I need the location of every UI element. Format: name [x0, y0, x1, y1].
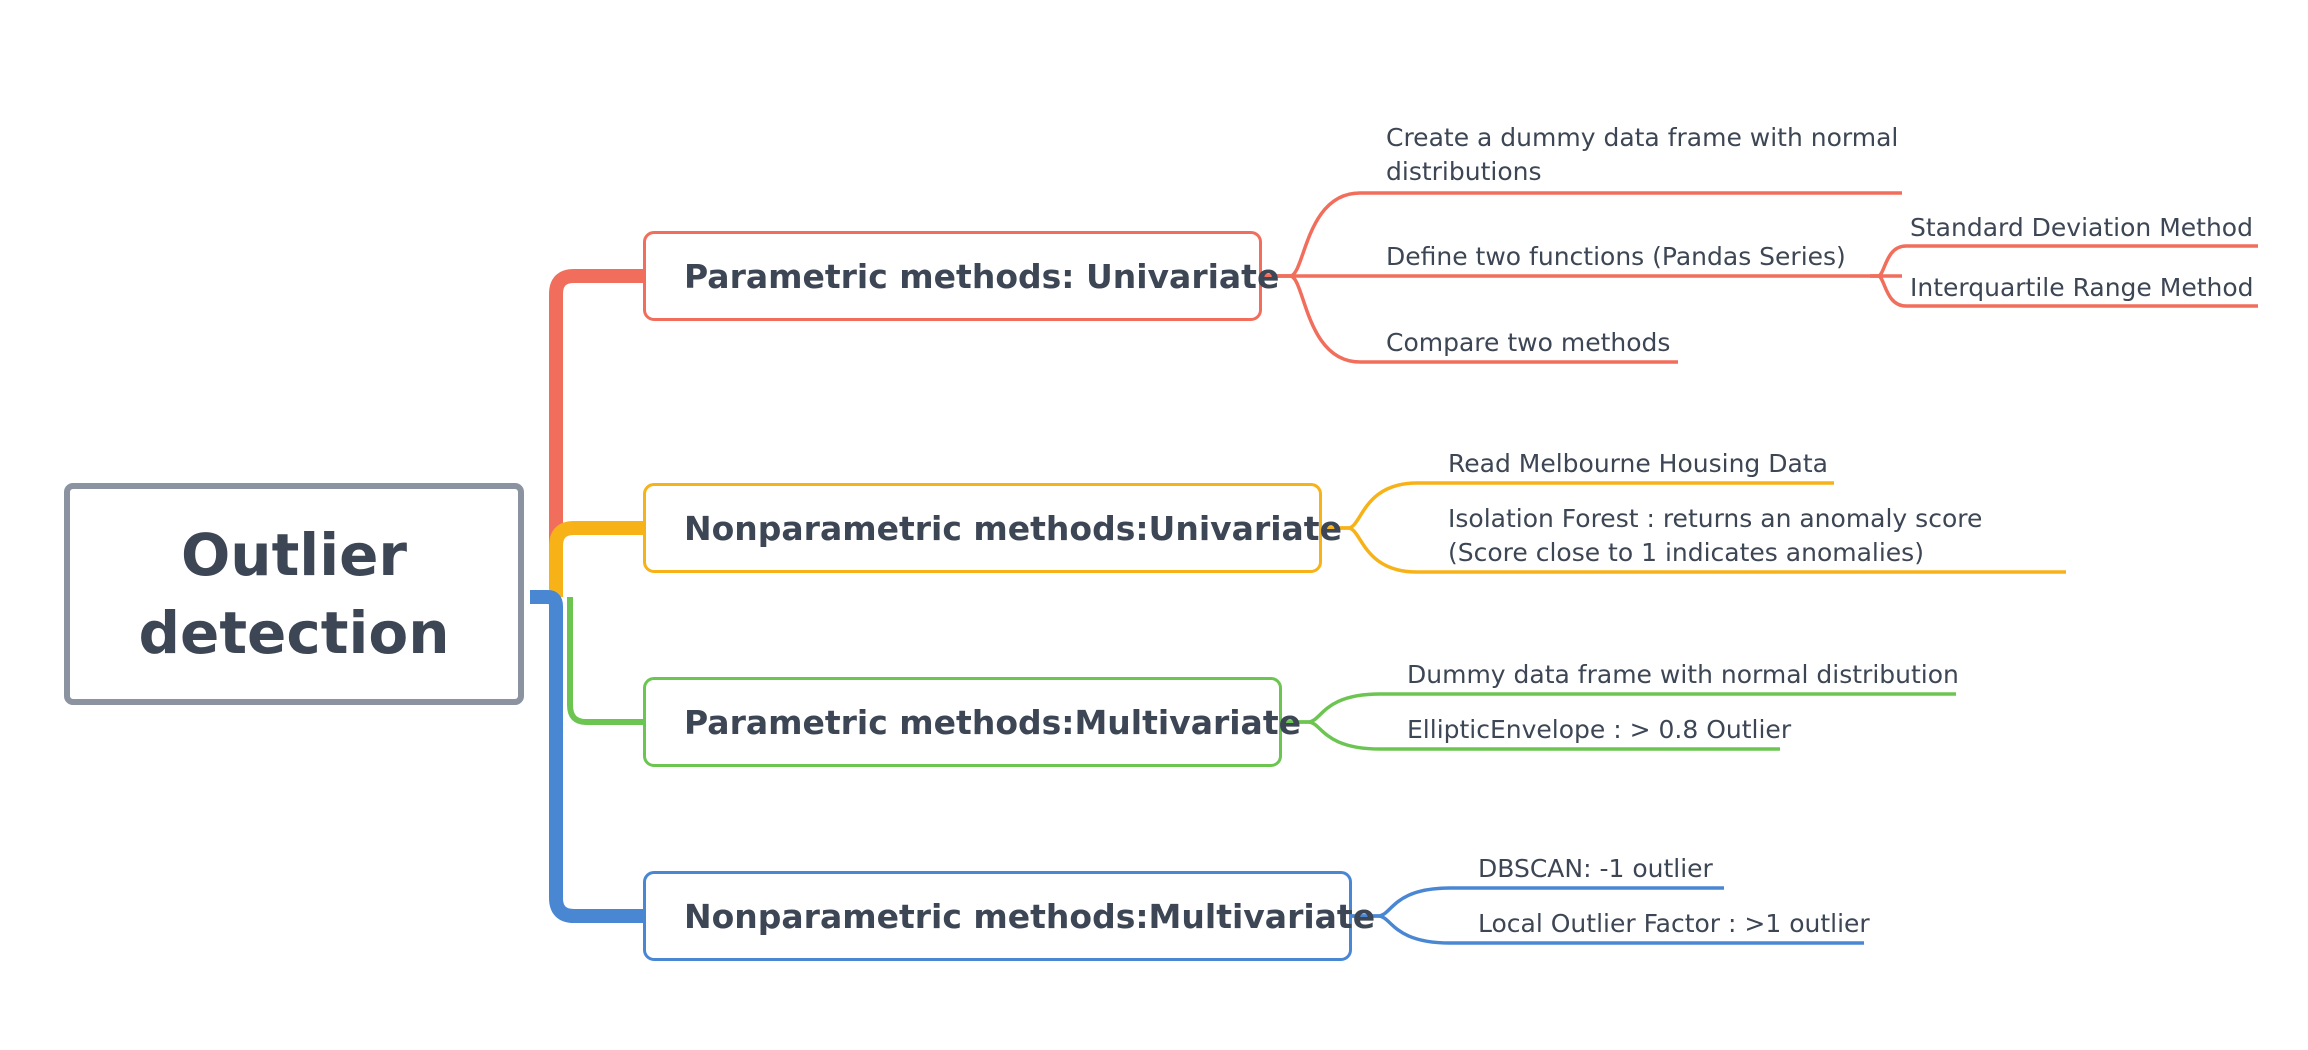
leaf-define-two-functions[interactable]: Define two functions (Pandas Series)	[1386, 242, 1846, 271]
leaf-standard-deviation[interactable]: Standard Deviation Method	[1910, 213, 2253, 242]
grandchild-connector-iqr	[1870, 274, 2258, 308]
branch-label: Parametric methods:Multivariate	[684, 702, 1301, 742]
root-node[interactable]: Outlier detection	[64, 483, 524, 705]
child-connector-elliptic	[1282, 720, 1780, 751]
branch-label: Nonparametric methods:Univariate	[684, 508, 1342, 548]
leaf-interquartile-range[interactable]: Interquartile Range Method	[1910, 273, 2254, 302]
branch-label: Parametric methods: Univariate	[684, 256, 1280, 296]
leaf-elliptic-envelope[interactable]: EllipticEnvelope : > 0.8 Outlier	[1407, 715, 1792, 744]
child-connector-compare-methods	[1262, 274, 1678, 364]
branch-node-nonparametric-multivariate[interactable]: Nonparametric methods:Multivariate	[643, 871, 1375, 961]
trunk-connector-parametric-univariate	[549, 269, 643, 597]
leaf-dummy-normal-distribution[interactable]: Dummy data frame with normal distributio…	[1407, 660, 1959, 689]
trunk-connector-nonparametric-univariate	[549, 521, 643, 597]
branch-node-parametric-univariate[interactable]: Parametric methods: Univariate	[643, 231, 1279, 321]
leaf-local-outlier-factor[interactable]: Local Outlier Factor : >1 outlier	[1478, 909, 1870, 938]
leaf-compare-methods[interactable]: Compare two methods	[1386, 328, 1671, 357]
trunk-connector-parametric-multivariate	[567, 597, 643, 725]
branch-node-nonparametric-univariate[interactable]: Nonparametric methods:Univariate	[643, 483, 1342, 573]
child-connector-lof	[1352, 914, 1864, 945]
leaf-dummy-data-frame[interactable]: Create a dummy data frame with normal di…	[1386, 123, 1899, 186]
branch-label: Nonparametric methods:Multivariate	[684, 896, 1376, 936]
child-connector-isolation-forest	[1322, 526, 2066, 574]
leaf-melbourne-housing[interactable]: Read Melbourne Housing Data	[1448, 449, 1828, 478]
branch-node-parametric-multivariate[interactable]: Parametric methods:Multivariate	[643, 677, 1301, 767]
leaf-dbscan[interactable]: DBSCAN: -1 outlier	[1478, 854, 1713, 883]
root-title: Outlier detection	[138, 521, 450, 667]
trunk-connector-nonparametric-multivariate	[530, 590, 643, 923]
leaf-isolation-forest[interactable]: Isolation Forest : returns an anomaly sc…	[1448, 504, 1983, 567]
